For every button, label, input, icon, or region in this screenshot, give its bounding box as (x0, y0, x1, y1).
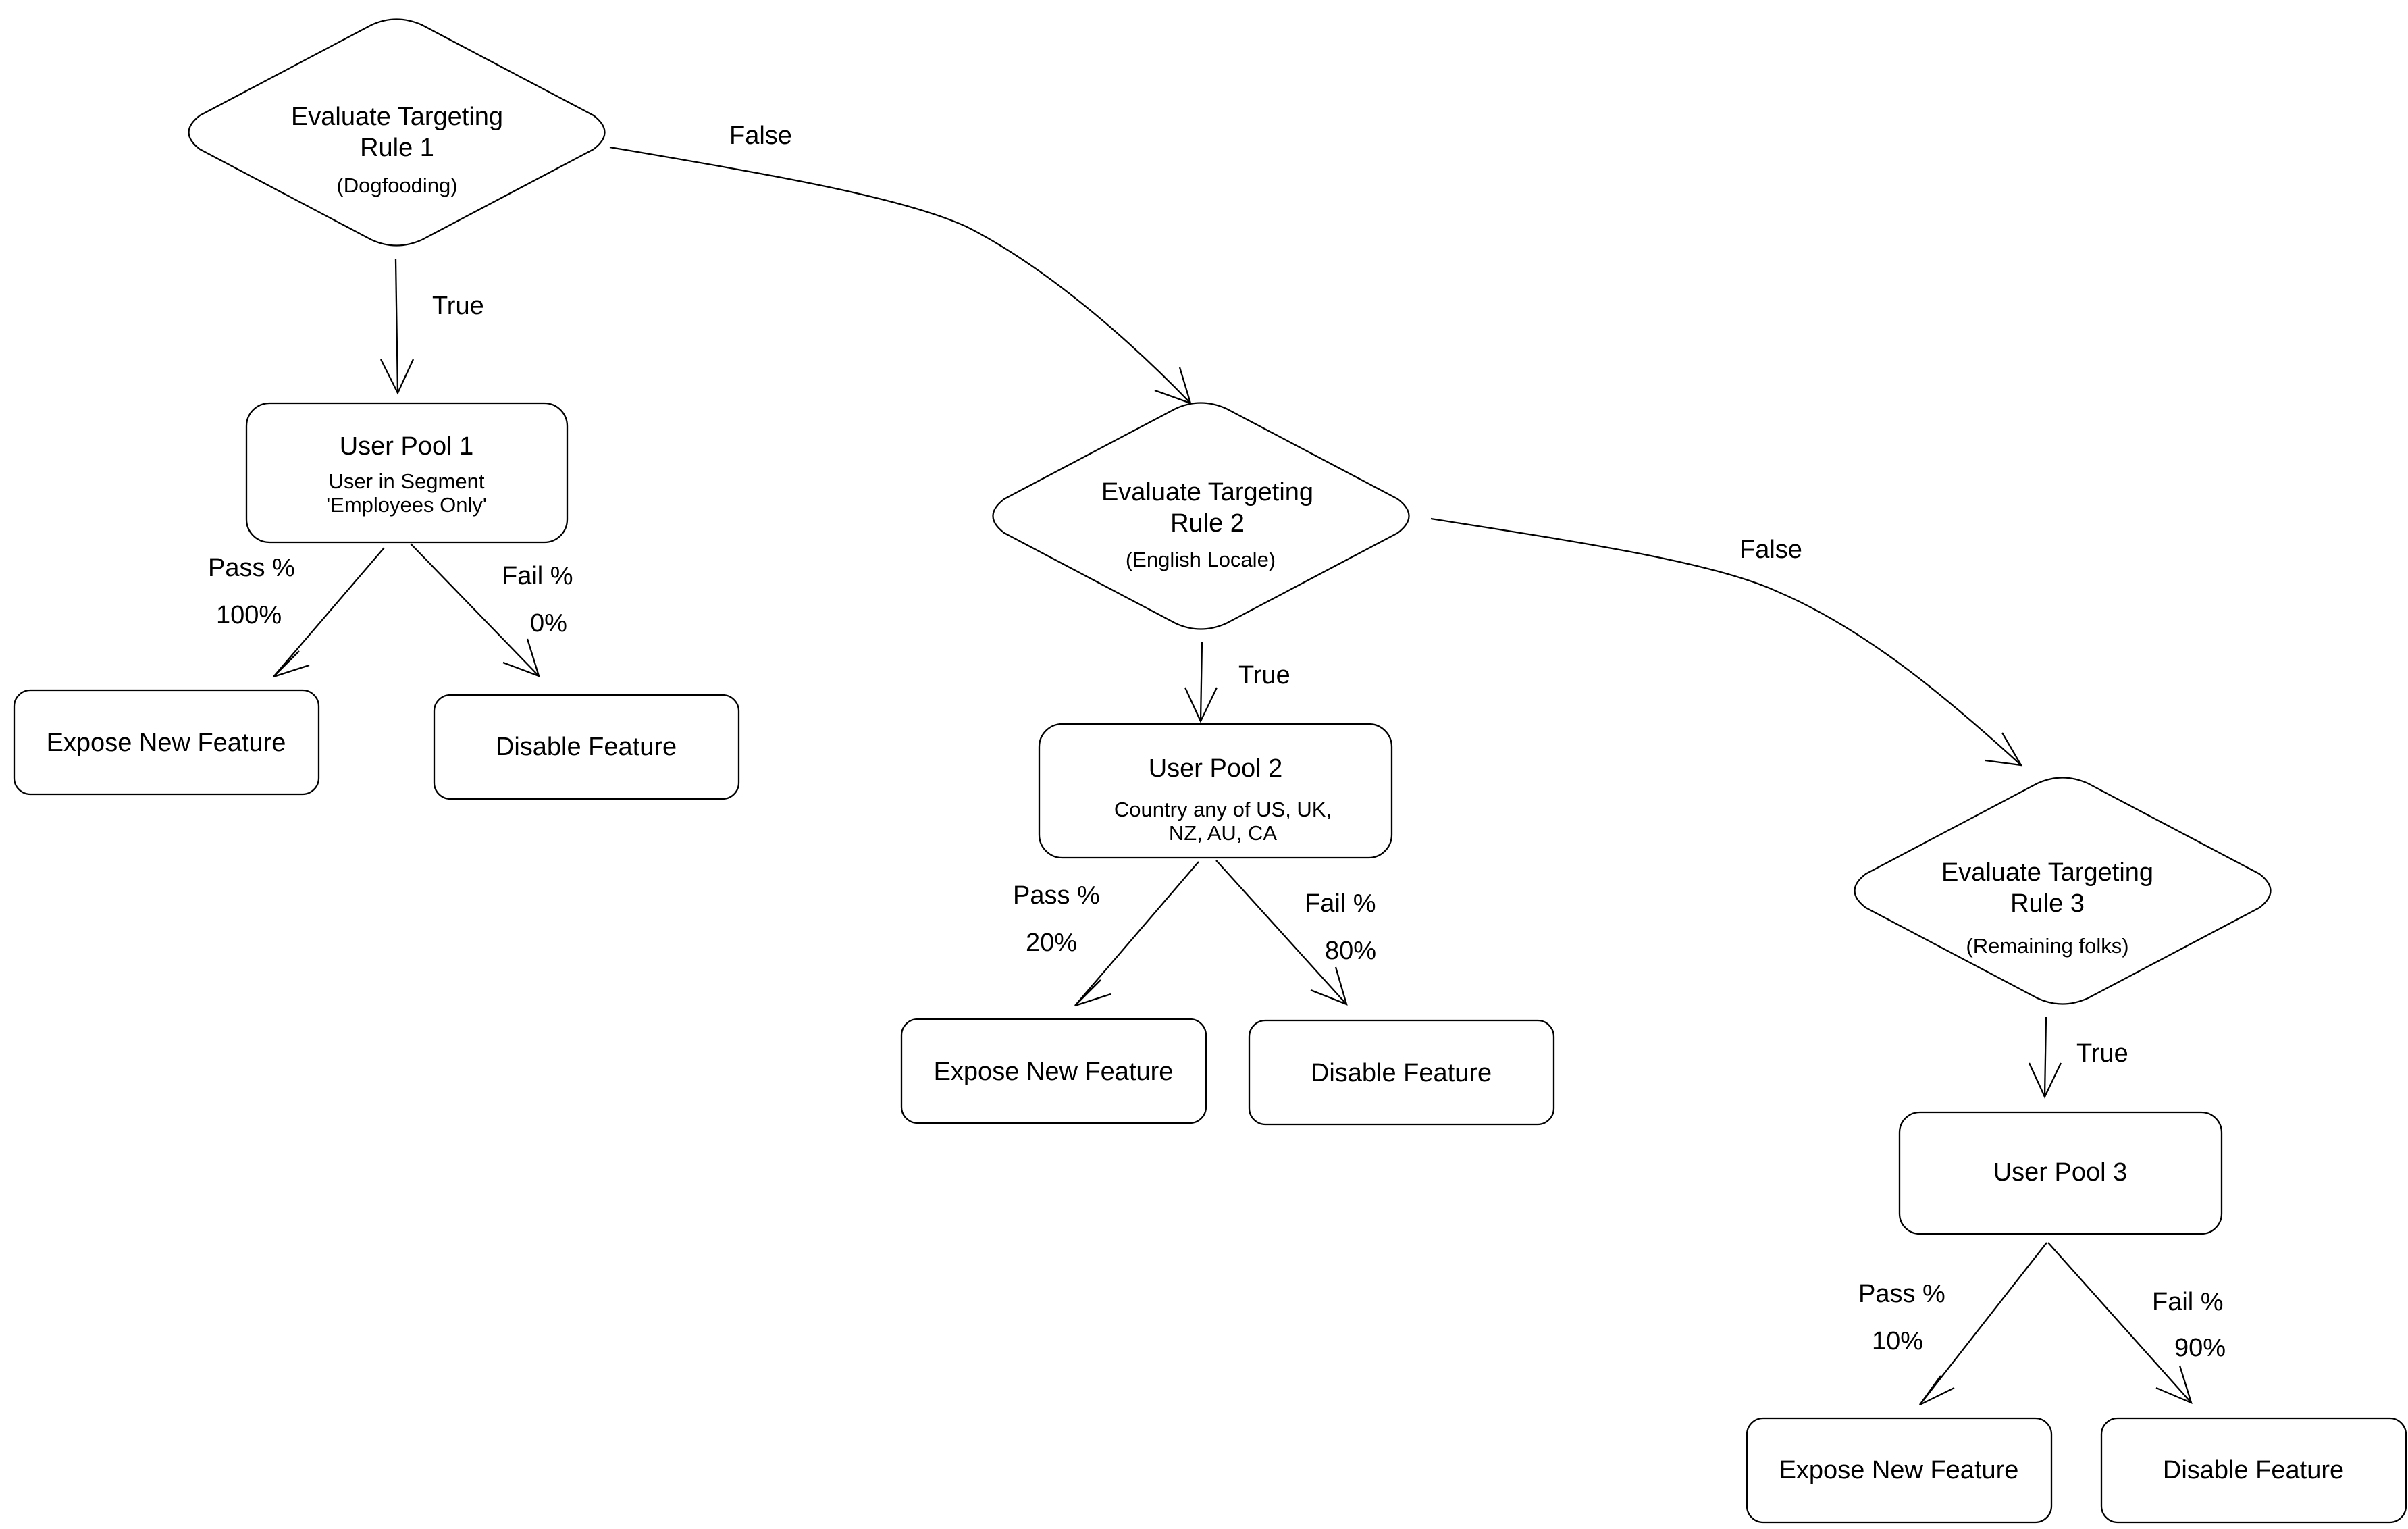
rule1-subtitle: (Dogfooding) (336, 174, 457, 197)
pool2-pass-edge: Pass % 20% (1013, 861, 1199, 1007)
pool2-expose-outcome: Expose New Feature (900, 1018, 1207, 1124)
pool1-title: User Pool 1 (340, 432, 474, 461)
rule2-false-edge: False (1430, 517, 2023, 767)
rule2-false-label: False (1739, 536, 1802, 564)
pool1-disable-label: Disable Feature (496, 733, 677, 761)
rule1-false-label: False (729, 122, 792, 150)
pool1-desc-line2: 'Employees Only' (326, 493, 487, 517)
pool1-fail-value: 0% (530, 609, 567, 638)
pool3-pass-edge: Pass % 10% (1858, 1242, 2047, 1406)
pool1-desc-line1: User in Segment (329, 469, 485, 493)
pool3-pass-label: Pass % (1858, 1280, 1945, 1308)
user-pool-3: User Pool 3 (1898, 1111, 2223, 1235)
pool1-fail-edge: Fail % 0% (410, 543, 573, 677)
pool2-disable-outcome: Disable Feature (1248, 1019, 1555, 1126)
rule1-true-edge: True (379, 259, 484, 395)
rule1-title-line1: Evaluate Targeting (291, 103, 503, 131)
pool1-pass-label: Pass % (208, 554, 295, 582)
pool3-fail-value: 90% (2174, 1334, 2226, 1362)
pool2-desc-line2: NZ, AU, CA (1169, 821, 1278, 845)
rule3-subtitle: (Remaining folks) (1966, 934, 2128, 958)
user-pool-2: User Pool 2 Country any of US, UK, NZ, A… (1038, 723, 1393, 859)
rule2-subtitle: (English Locale) (1126, 548, 1276, 571)
rule1-false-edge: False (609, 122, 1192, 405)
rule3-true-label: True (2076, 1039, 2128, 1068)
pool1-expose-outcome: Expose New Feature (13, 689, 320, 796)
pool3-title: User Pool 3 (1993, 1158, 2128, 1187)
rule3-decision: Evaluate Targeting Rule 3 (Remaining fol… (1854, 777, 2272, 1005)
rule2-title-line1: Evaluate Targeting (1101, 478, 1313, 507)
pool2-pass-label: Pass % (1013, 881, 1100, 910)
pool2-pass-value: 20% (1026, 929, 1077, 957)
pool1-disable-outcome: Disable Feature (433, 694, 740, 800)
pool1-pass-value: 100% (216, 601, 282, 629)
pool3-disable-label: Disable Feature (2163, 1456, 2344, 1484)
pool2-expose-label: Expose New Feature (934, 1058, 1174, 1086)
rule2-true-edge: True (1184, 641, 1290, 723)
rule3-title-line1: Evaluate Targeting (1941, 858, 2153, 887)
rule2-true-label: True (1238, 661, 1290, 690)
pool3-fail-label: Fail % (2152, 1288, 2224, 1316)
pool3-disable-outcome: Disable Feature (2100, 1417, 2407, 1524)
pool2-fail-value: 80% (1325, 937, 1376, 965)
rule3-title-line2: Rule 3 (2010, 889, 2085, 918)
user-pool-1: User Pool 1 User in Segment 'Employees O… (245, 402, 569, 544)
pool3-expose-outcome: Expose New Feature (1746, 1417, 2053, 1524)
pool2-disable-label: Disable Feature (1311, 1059, 1492, 1087)
pool2-fail-label: Fail % (1305, 889, 1376, 918)
rule3-true-edge: True (2028, 1016, 2128, 1099)
rule2-title-line2: Rule 2 (1170, 509, 1245, 538)
rule1-title-line2: Rule 1 (360, 134, 434, 162)
rule1-true-label: True (432, 292, 484, 320)
pool3-expose-label: Expose New Feature (1779, 1456, 2019, 1484)
rule1-decision: Evaluate Targeting Rule 1 (Dogfooding) (188, 18, 606, 247)
pool3-pass-value: 10% (1872, 1327, 1923, 1355)
pool2-fail-edge: Fail % 80% (1215, 860, 1376, 1006)
pool1-expose-label: Expose New Feature (47, 729, 286, 757)
pool2-desc-line1: Country any of US, UK, (1114, 798, 1332, 821)
pool2-title: User Pool 2 (1149, 754, 1283, 783)
rule2-decision: Evaluate Targeting Rule 2 (English Local… (992, 402, 1410, 630)
pool3-fail-edge: Fail % 90% (2047, 1242, 2226, 1405)
pool1-pass-edge: Pass % 100% (208, 547, 385, 678)
pool1-fail-label: Fail % (502, 562, 573, 590)
